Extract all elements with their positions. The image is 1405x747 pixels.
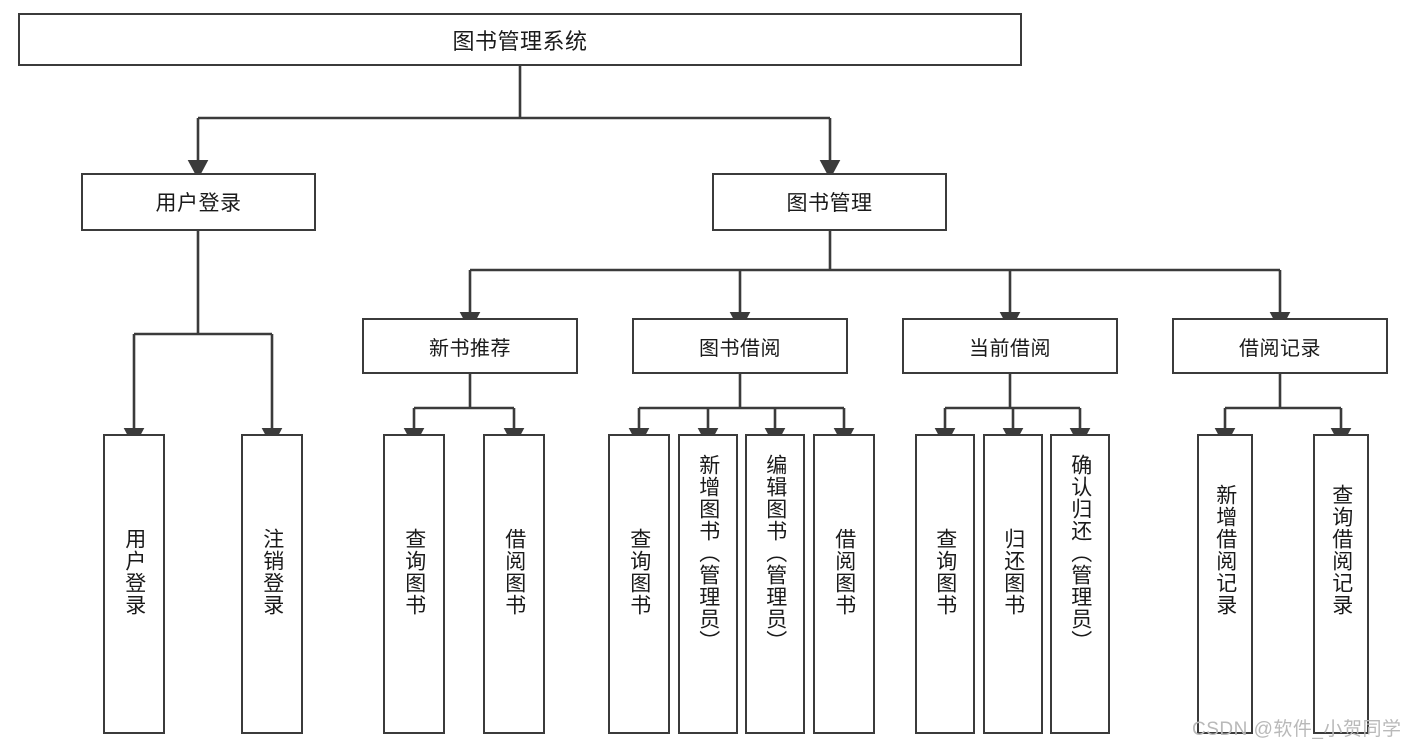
node-label: 借阅记录 [1239, 337, 1321, 360]
node-label: 查询图书 [627, 528, 651, 616]
node-label: 查询借阅记录 [1329, 484, 1353, 616]
node-label: 查询图书 [402, 528, 426, 616]
node-label: 图书管理系统 [452, 28, 588, 54]
node-label: 编辑图书（管理员） [763, 454, 787, 652]
leaf-user-logout[interactable]: 注销登录 [241, 434, 303, 734]
leaf-return-book[interactable]: 归还图书 [983, 434, 1043, 734]
csdn-watermark: CSDN @软件_小贺同学 [1192, 719, 1402, 740]
node-label: 借阅图书 [832, 528, 856, 616]
node-label: 注销登录 [260, 528, 284, 616]
node-new-book-recommend[interactable]: 新书推荐 [362, 318, 578, 374]
node-label: 用户登录 [155, 192, 242, 215]
node-label: 确认归还（管理员） [1068, 454, 1092, 652]
leaf-edit-book[interactable]: 编辑图书（管理员） [745, 434, 805, 734]
node-root-book-management-system[interactable]: 图书管理系统 [18, 13, 1022, 66]
leaf-add-borrow-record[interactable]: 新增借阅记录 [1197, 434, 1253, 734]
leaf-borrow-book-recommend[interactable]: 借阅图书 [483, 434, 545, 734]
node-current-borrow[interactable]: 当前借阅 [902, 318, 1118, 374]
node-label: 新增图书（管理员） [696, 454, 720, 652]
node-label: 图书管理 [786, 192, 873, 215]
node-label: 图书借阅 [699, 337, 781, 360]
leaf-user-login[interactable]: 用户登录 [103, 434, 165, 734]
node-label: 归还图书 [1001, 528, 1025, 616]
leaf-borrow-book[interactable]: 借阅图书 [813, 434, 875, 734]
node-label: 新书推荐 [429, 337, 511, 360]
node-borrow-record[interactable]: 借阅记录 [1172, 318, 1388, 374]
node-book-borrow[interactable]: 图书借阅 [632, 318, 848, 374]
leaf-add-book[interactable]: 新增图书（管理员） [678, 434, 738, 734]
node-label: 查询图书 [933, 528, 957, 616]
leaf-query-book-recommend[interactable]: 查询图书 [383, 434, 445, 734]
node-book-management[interactable]: 图书管理 [712, 173, 947, 231]
node-user-login[interactable]: 用户登录 [81, 173, 316, 231]
leaf-query-book-borrow[interactable]: 查询图书 [608, 434, 670, 734]
node-label: 借阅图书 [502, 528, 526, 616]
node-label: 新增借阅记录 [1213, 484, 1237, 616]
node-label: 用户登录 [122, 528, 146, 616]
leaf-query-book-current[interactable]: 查询图书 [915, 434, 975, 734]
leaf-query-borrow-record[interactable]: 查询借阅记录 [1313, 434, 1369, 734]
node-label: 当前借阅 [969, 337, 1051, 360]
leaf-confirm-return[interactable]: 确认归还（管理员） [1050, 434, 1110, 734]
